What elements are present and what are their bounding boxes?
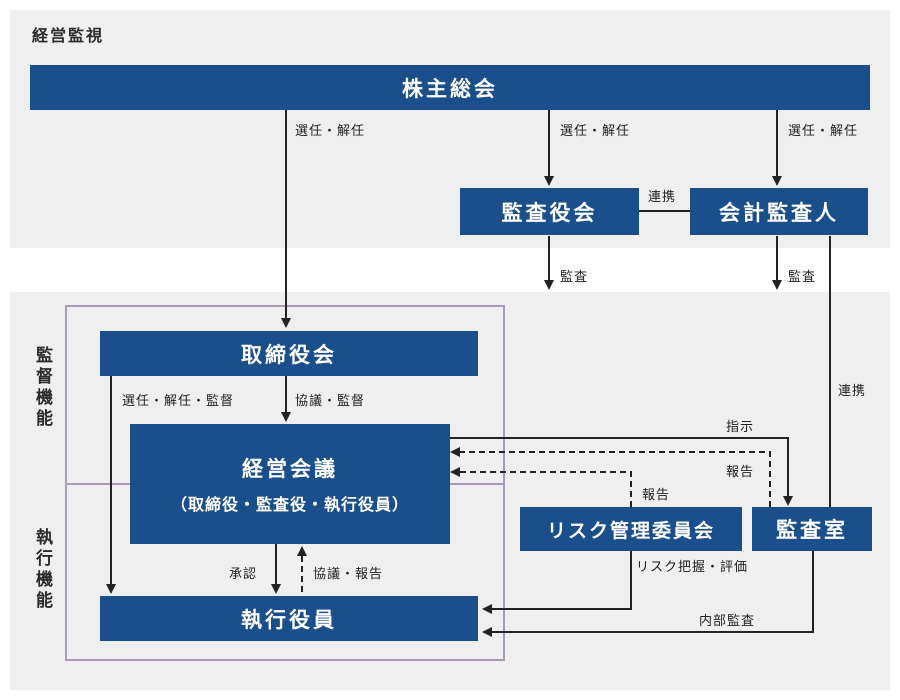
edge-office-report	[450, 447, 771, 507]
label-instruction: 指示	[726, 420, 755, 435]
execution-function-label: 執行機能	[32, 528, 52, 612]
label-auditor-audit: 監査	[788, 270, 817, 285]
risk-committee-node: リスク管理委員会	[520, 507, 742, 551]
label-approval: 承認	[229, 567, 258, 582]
label-appoint-dismiss-board: 選任・解任	[295, 124, 366, 139]
label-internal-audit: 内部監査	[699, 614, 756, 629]
label-consult-report: 協議・報告	[313, 567, 384, 582]
label-committee-report: 報告	[642, 488, 671, 503]
label-audit-board-audit: 監査	[560, 270, 589, 285]
label-risk-assessment: リスク把握・評価	[636, 560, 749, 575]
internal-audit-office-node: 監査室	[752, 507, 872, 551]
management-meeting-members: （取締役・監査役・執行役員）	[170, 495, 409, 514]
label-cooperation-right: 連携	[838, 384, 867, 399]
label-appoint-dismiss-audit-board: 選任・解任	[560, 124, 631, 139]
management-meeting-title: 経営会議	[242, 457, 338, 481]
accounting-auditor-node: 会計監査人	[690, 188, 868, 235]
supervision-function-label: 監督機能	[32, 346, 52, 430]
management-oversight-title: 経営監視	[32, 26, 105, 45]
management-meeting-node: 経営会議 （取締役・監査役・執行役員）	[130, 424, 450, 544]
edge-instruction	[450, 437, 793, 506]
shareholders-meeting-node: 株主総会	[30, 65, 870, 110]
label-appoint-dismiss-auditor: 選任・解任	[788, 124, 859, 139]
label-office-report: 報告	[726, 465, 755, 480]
edge-internal-audit	[482, 551, 814, 637]
audit-board-node: 監査役会	[460, 188, 639, 235]
board-of-directors-node: 取締役会	[100, 331, 478, 376]
label-consult-supervise: 協議・監督	[295, 394, 366, 409]
executive-officers-node: 執行役員	[100, 596, 478, 641]
label-appoint-dismiss-supervise: 選任・解任・監督	[122, 394, 235, 409]
edge-committee-report	[450, 467, 632, 507]
label-cooperation-top: 連携	[648, 190, 677, 205]
edge-risk-assessment	[482, 551, 632, 614]
